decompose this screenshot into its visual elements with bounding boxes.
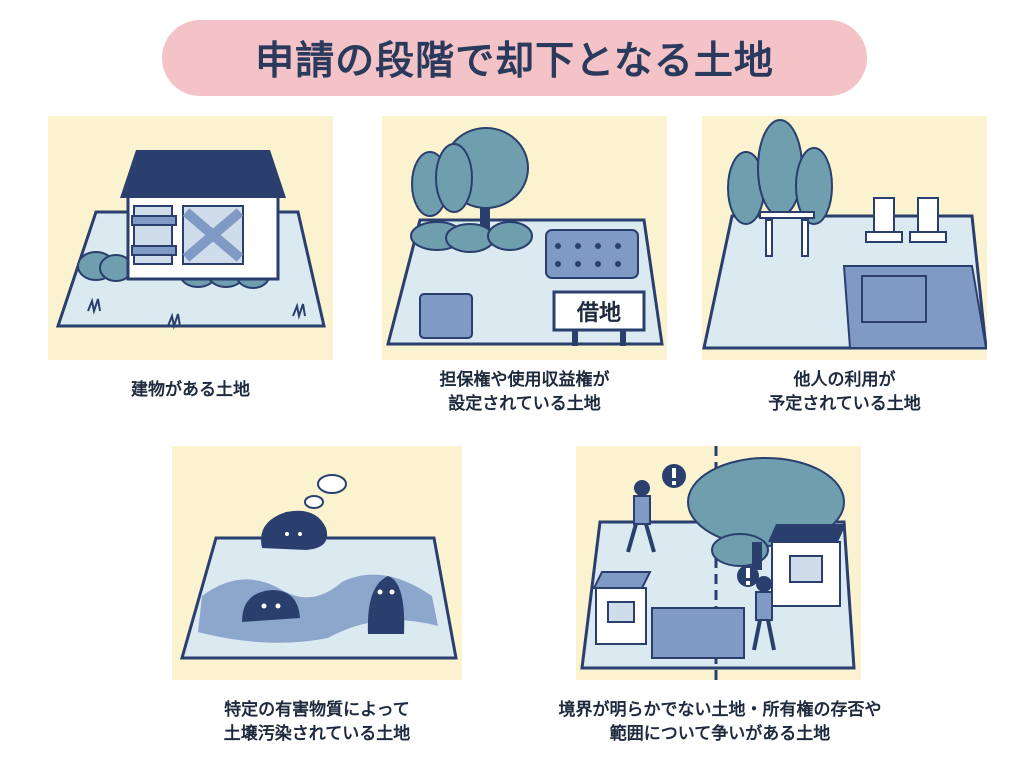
alert-burst-icon bbox=[662, 464, 759, 587]
tree-icon bbox=[410, 127, 533, 253]
sludge-blob bbox=[242, 590, 300, 622]
tree-icon bbox=[727, 119, 833, 225]
panel-rights-illustration: 借地 bbox=[382, 116, 667, 360]
seedling-bed bbox=[651, 607, 745, 659]
others-illustration bbox=[702, 119, 987, 350]
person-icon bbox=[626, 480, 776, 651]
panel-pollution-illustration bbox=[172, 446, 462, 680]
lease-sign-label: 借地 bbox=[576, 301, 621, 326]
caption-others: 他人の利用が 予定されている土地 bbox=[768, 370, 921, 414]
page-title: 申請の段階で却下となる土地 bbox=[255, 39, 774, 84]
house-icon bbox=[120, 150, 286, 281]
house-icon bbox=[592, 524, 846, 645]
crop-field bbox=[861, 275, 927, 323]
panel-building-illustration bbox=[48, 116, 333, 360]
boundary-illustration bbox=[580, 446, 856, 680]
caption-rights: 担保権や使用収益権が 設定されている土地 bbox=[439, 370, 610, 414]
caption-building: 建物がある土地 bbox=[131, 380, 250, 400]
panel-boundary-illustration bbox=[576, 446, 861, 680]
gravestone-icon bbox=[865, 197, 947, 243]
pollution-illustration bbox=[180, 474, 458, 660]
lease-sign bbox=[552, 290, 646, 332]
torii-gate-icon bbox=[759, 211, 815, 257]
grass-icon bbox=[87, 297, 306, 330]
crop-field bbox=[545, 229, 639, 279]
seedling-bed bbox=[419, 293, 473, 339]
caption-pollution: 特定の有害物質によって 土壌汚染されている土地 bbox=[223, 700, 411, 744]
panel-others-illustration bbox=[702, 116, 987, 360]
title-banner: 申請の段階で却下となる土地 bbox=[162, 20, 867, 96]
building-illustration bbox=[55, 150, 326, 330]
sludge-blob bbox=[261, 510, 328, 550]
caption-boundary: 境界が明らかでない土地・所有権の存否や 範囲について争いがある土地 bbox=[558, 700, 882, 744]
sludge-blob bbox=[367, 576, 405, 634]
rights-illustration: 借地 bbox=[386, 127, 664, 346]
